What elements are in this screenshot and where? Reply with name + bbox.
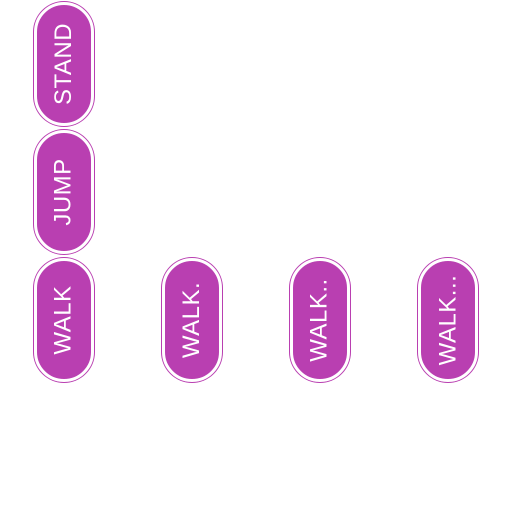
jump-button-label: JUMP [50, 158, 77, 226]
walk-button-label: WALK [50, 285, 77, 355]
walk-dot-button[interactable]: WALK. [162, 258, 222, 382]
stand-button[interactable]: STAND [34, 2, 94, 126]
walk-button[interactable]: WALK [34, 258, 94, 382]
jump-button[interactable]: JUMP [34, 130, 94, 254]
stand-button-label: STAND [50, 22, 77, 106]
walk-two-dots-button[interactable]: WALK.. [290, 258, 350, 382]
walk-dot-button-label: WALK. [178, 281, 206, 359]
walk-two-dots-button-label: WALK.. [306, 278, 333, 362]
walk-three-dots-button[interactable]: WALK... [418, 258, 478, 382]
walk-three-dots-button-label: WALK... [434, 274, 462, 366]
